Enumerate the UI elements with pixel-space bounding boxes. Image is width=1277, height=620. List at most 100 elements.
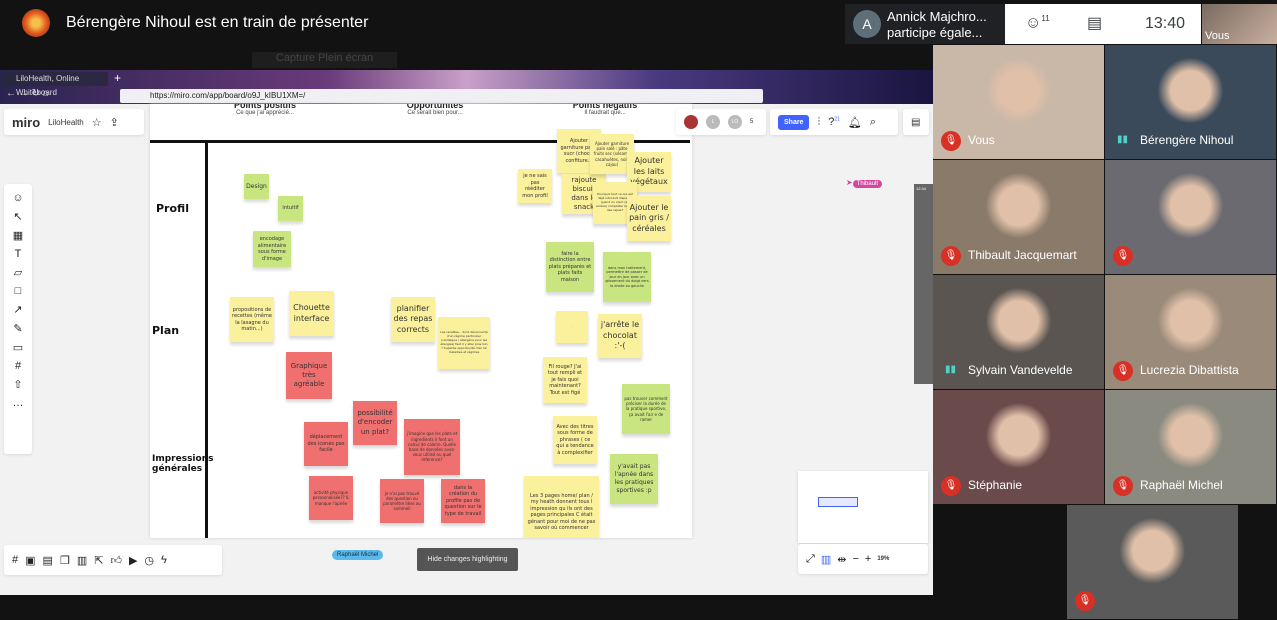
kanban-icon[interactable]: ▥ bbox=[76, 554, 88, 567]
self-thumbnail[interactable]: Vous bbox=[1202, 4, 1277, 44]
chat-icon[interactable]: ▤ bbox=[1087, 15, 1103, 32]
participant-tile[interactable]: 🎙︎Vous bbox=[933, 45, 1104, 159]
presenter-avatar bbox=[22, 9, 50, 37]
sticky-note[interactable]: dans mon traitement, permettre de passer… bbox=[603, 252, 651, 302]
sticky-note[interactable]: propositions de recettes (même la lasagn… bbox=[230, 297, 274, 342]
meet-controls: ☺11 ▤ 13:40 bbox=[1005, 4, 1201, 44]
sticky-note[interactable]: planifier des repas corrects bbox=[391, 297, 435, 342]
pen-icon[interactable]: ✎ bbox=[13, 323, 23, 335]
participant-tile[interactable]: 🎙︎ bbox=[1067, 505, 1238, 619]
sticky-note[interactable]: faire la distinction entre plats préparé… bbox=[546, 242, 594, 292]
zoom-in-button[interactable]: + bbox=[864, 553, 872, 565]
sticky-note[interactable]: Avec des titres sous forme de phrases ( … bbox=[553, 416, 597, 464]
present-icon[interactable]: ▣ bbox=[25, 554, 36, 567]
select-icon[interactable]: ↖ bbox=[13, 211, 23, 223]
people-icon[interactable]: ☺11 bbox=[1025, 14, 1050, 32]
video-icon[interactable]: ▶ bbox=[128, 554, 138, 567]
chat-icon[interactable]: ▤ bbox=[42, 554, 53, 567]
export-icon[interactable]: ⇪ bbox=[109, 116, 119, 129]
sticky-note[interactable]: Ajouter le pain gris / céréales bbox=[627, 196, 671, 241]
participant-notification[interactable]: A Annick Majchro... participe égale... bbox=[845, 4, 1005, 44]
sticky-note[interactable]: Ajouter garniture pain salé : pâte fruit… bbox=[590, 134, 634, 174]
frames-icon[interactable]: # bbox=[12, 554, 19, 566]
row-label-plan: Plan bbox=[152, 324, 180, 337]
sticky-note[interactable]: dans la création du profile pas de quest… bbox=[441, 479, 485, 523]
participant-tile[interactable]: 🎙︎Stéphanie bbox=[933, 390, 1104, 504]
participant-name: Stéphanie bbox=[968, 478, 1023, 492]
avatar-l[interactable]: L bbox=[706, 115, 720, 129]
sticky-note[interactable]: intuitif bbox=[278, 196, 303, 221]
sticky-note[interactable]: Les recettes... Sont déconnecté d'un rég… bbox=[438, 317, 490, 369]
avatar-lo[interactable]: LO bbox=[728, 115, 742, 129]
vote-icon[interactable]: 👍︎ bbox=[110, 554, 122, 567]
timer-icon[interactable]: ◷ bbox=[144, 554, 155, 567]
sticky-note[interactable]: je ne sais pas rééditer mon profil bbox=[518, 169, 552, 203]
fullscreen-icon[interactable]: ⤢ bbox=[806, 552, 815, 565]
sticky-note[interactable]: je n'ai pas trouvé des question ou param… bbox=[380, 479, 424, 523]
more-icon[interactable]: … bbox=[12, 397, 24, 409]
nav-buttons[interactable]: ← → ↻ ⌂ bbox=[6, 88, 49, 99]
sticky-note[interactable]: j'arrête le chocolat :'-( bbox=[598, 314, 642, 358]
sticky-note[interactable]: y'avait pas l'apnée dans les pratiques s… bbox=[610, 454, 658, 504]
url-bar[interactable]: https://miro.com/app/board/o9J_kIBU1XM=/ bbox=[120, 89, 763, 103]
sticky-note[interactable]: Fil rouge? J'ai tout rempli et je fais q… bbox=[543, 357, 587, 403]
header-divider bbox=[150, 140, 690, 143]
cards-icon[interactable]: ❐ bbox=[59, 554, 70, 567]
new-tab-button[interactable]: + bbox=[114, 71, 122, 85]
self-label: Vous bbox=[1205, 30, 1230, 42]
bell-icon[interactable]: 🔔︎ bbox=[847, 116, 862, 129]
sticky-icon[interactable]: ▱ bbox=[13, 267, 23, 279]
upload-icon[interactable]: ⇧ bbox=[13, 379, 23, 391]
capture-label: Capture Plein écran bbox=[252, 52, 397, 68]
notes-icon[interactable]: ▤ bbox=[903, 109, 929, 135]
sticky-note[interactable]: possibilité d'encoder un plat? bbox=[353, 401, 397, 445]
speaking-icon: ▮▮ bbox=[1117, 134, 1129, 145]
participant-tile[interactable]: 🎙︎Thibault Jacquemart bbox=[933, 160, 1104, 274]
cursor-thibault: ➤Thibault bbox=[846, 178, 883, 188]
sticky-note[interactable]: activité physique personnalisée?? IL man… bbox=[309, 476, 353, 520]
notif-sub: participe égale... bbox=[887, 25, 983, 40]
sticky-note[interactable]: pas trouver comment préciser la durée de… bbox=[622, 384, 670, 434]
participant-tile[interactable]: ▮▮Bérengère Nihoul bbox=[1105, 45, 1276, 159]
sticky-note[interactable]: Les 3 pages home/ plan / my heath donnen… bbox=[524, 476, 599, 538]
text-icon[interactable]: T bbox=[14, 248, 22, 260]
sticky-note[interactable]: Graphique très agréable bbox=[286, 352, 332, 399]
browser-tab[interactable]: LiloHealth, Online Whiteboard bbox=[2, 72, 108, 97]
participant-tile[interactable]: 🎙︎ bbox=[1105, 160, 1276, 274]
shape-icon[interactable]: □ bbox=[14, 285, 22, 297]
share-screen-icon[interactable]: ⇱ bbox=[94, 554, 104, 567]
hide-changes-button[interactable]: Hide changes highlighting bbox=[417, 548, 518, 571]
star-icon[interactable]: ☆ bbox=[91, 116, 102, 129]
map-icon[interactable]: ▥ bbox=[820, 553, 832, 566]
board-name[interactable]: LiloHealth bbox=[48, 117, 84, 127]
sticky-note[interactable]: déplacement des icones pas facile bbox=[304, 422, 348, 466]
comment-icon[interactable]: ▭ bbox=[12, 342, 24, 354]
participant-name: Thibault Jacquemart bbox=[968, 248, 1077, 262]
template-icon[interactable]: ▦ bbox=[12, 230, 24, 242]
zoom-controls: ⤢▥⇹−+19% bbox=[798, 544, 928, 574]
sticky-note[interactable]: Chouette interface bbox=[289, 291, 334, 336]
zoom-out-button[interactable]: − bbox=[852, 553, 859, 565]
sticky-note[interactable]: j'imagine que les plats et ingredients i… bbox=[404, 419, 460, 475]
fit-icon[interactable]: ⇹ bbox=[837, 553, 847, 566]
sticky-note[interactable]: Design bbox=[244, 174, 269, 199]
emoji-icon[interactable]: ☺ bbox=[12, 192, 24, 204]
lightning-icon[interactable]: ϟ bbox=[161, 554, 167, 566]
sticky-note[interactable]: … bbox=[556, 311, 588, 343]
avatar[interactable] bbox=[684, 115, 698, 129]
avatar-count[interactable]: 5 bbox=[750, 119, 754, 125]
participant-tile[interactable]: ▮▮Sylvain Vandevelde bbox=[933, 275, 1104, 389]
settings-icon[interactable]: ⫶ bbox=[817, 115, 821, 128]
search-icon[interactable]: ⌕ bbox=[869, 115, 877, 128]
participant-tile[interactable]: 🎙︎Raphaël Michel bbox=[1105, 390, 1276, 504]
line-icon[interactable]: ↗ bbox=[13, 304, 23, 316]
frame-icon[interactable]: # bbox=[14, 360, 22, 372]
help-icon[interactable]: ?21 bbox=[828, 116, 840, 128]
side-panel[interactable]: 12:34 bbox=[914, 184, 933, 384]
share-button[interactable]: Share bbox=[778, 114, 810, 130]
row-label-impressions: Impressions générales bbox=[152, 454, 214, 474]
sticky-note[interactable]: encodage alimentaire sous forme d'image bbox=[253, 231, 291, 267]
minimap[interactable] bbox=[798, 471, 928, 543]
participant-tile[interactable]: 🎙︎Lucrezia Dibattista bbox=[1105, 275, 1276, 389]
